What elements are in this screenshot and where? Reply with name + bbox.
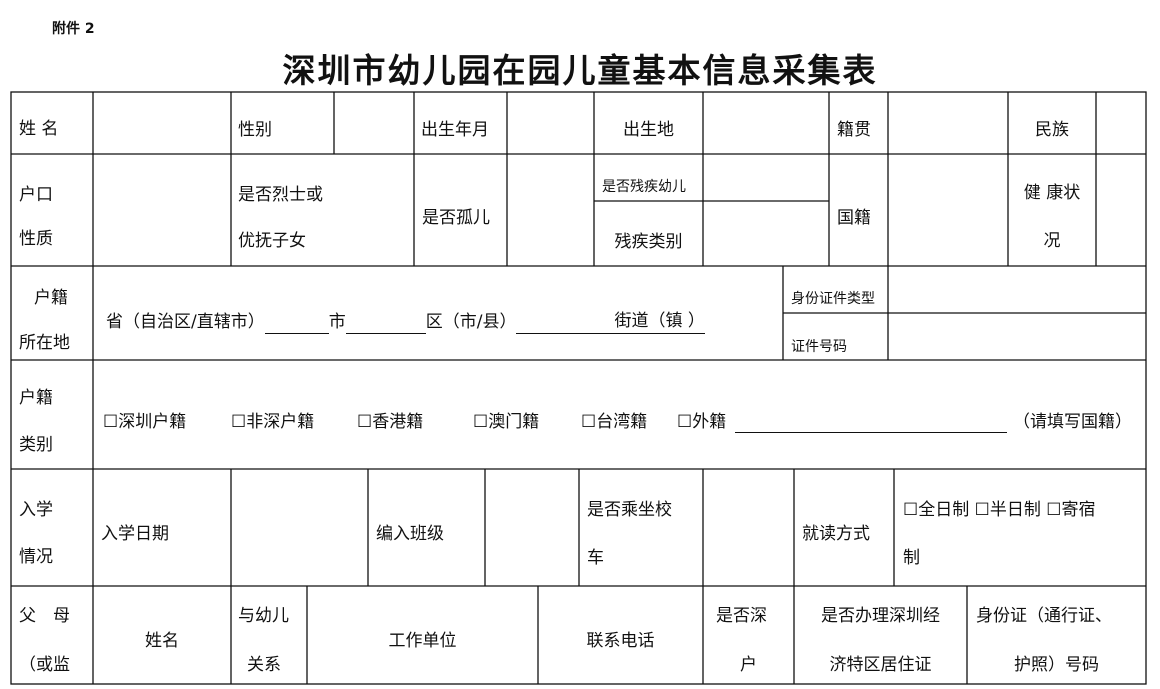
checkbox-macau[interactable]: ☐澳门籍: [473, 412, 540, 432]
label-shenzhen-hukou-line1: 是否深: [716, 606, 767, 626]
label-hukou-line2: 性质: [19, 229, 53, 249]
label-workplace: 工作单位: [388, 631, 457, 651]
label-hukou-category-line2: 类别: [19, 435, 53, 455]
attendance-mode-options[interactable]: ☐全日制 ☐半日制 ☐寄宿: [903, 500, 1096, 520]
label-native-place: 籍贯: [837, 120, 871, 140]
label-ethnicity: 民族: [1035, 120, 1069, 140]
label-parent-line2: （或监: [19, 655, 70, 675]
attendance-mode-options-wrap: 制: [903, 548, 920, 568]
label-hukou-location-line2: 所在地: [19, 333, 70, 353]
label-id-doc-line2: 护照）号码: [1014, 655, 1099, 675]
label-shenzhen-hukou-line2: 户: [740, 655, 757, 675]
district-blank[interactable]: [345, 313, 426, 334]
label-school-bus-line1: 是否乘坐校: [587, 500, 672, 520]
label-disability-type: 残疾类别: [614, 232, 683, 252]
label-hukou-category-line1: 户籍: [19, 388, 53, 408]
label-id-doc-line1: 身份证（通行证、: [976, 606, 1112, 626]
label-name: 姓 名: [19, 119, 59, 139]
label-birth-date: 出生年月: [421, 120, 489, 140]
label-health-line1: 健 康状: [1023, 183, 1081, 203]
checkbox-shenzhen-hukou[interactable]: ☐深圳户籍: [103, 412, 187, 432]
label-parent-line1: 父 母: [19, 606, 70, 626]
label-assigned-class: 编入班级: [376, 524, 444, 544]
checkbox-taiwan[interactable]: ☐台湾籍: [581, 412, 648, 432]
label-birthplace: 出生地: [623, 120, 674, 140]
label-district: 区（市/县）: [425, 312, 517, 332]
label-parent-name: 姓名: [145, 631, 179, 651]
checkbox-hongkong[interactable]: ☐香港籍: [357, 412, 424, 432]
label-hukou-location-line1: 户籍: [34, 288, 68, 308]
city-blank[interactable]: [264, 313, 329, 334]
label-nationality: 国籍: [837, 208, 871, 228]
label-disabled-child: 是否残疾幼儿: [602, 179, 686, 195]
nationality-blank[interactable]: [735, 432, 1007, 433]
label-street: 街道（镇 ）: [614, 309, 705, 334]
label-relation-line1: 与幼儿: [238, 606, 289, 626]
label-gender: 性别: [238, 120, 272, 140]
label-residence-permit-line1: 是否办理深圳经: [821, 606, 940, 626]
label-orphan: 是否孤儿: [422, 208, 490, 228]
form-title: 深圳市幼儿园在园儿童基本信息采集表: [282, 51, 878, 90]
label-hukou-line1: 户口: [19, 185, 53, 205]
attachment-label: 附件 2: [52, 21, 95, 37]
label-martyr-line1: 是否烈士或: [238, 185, 323, 205]
label-enrollment-line2: 情况: [19, 547, 53, 567]
label-province: 省（自治区/直辖市）: [106, 312, 265, 332]
label-relation-line2: 关系: [247, 655, 281, 675]
label-id-number: 证件号码: [791, 339, 847, 355]
label-attendance-mode: 就读方式: [802, 524, 870, 544]
label-contact-phone: 联系电话: [586, 631, 655, 651]
street-blank[interactable]: [516, 313, 615, 334]
label-school-bus-line2: 车: [587, 548, 604, 568]
label-martyr-line2: 优抚子女: [238, 231, 306, 251]
label-id-type: 身份证件类型: [791, 291, 875, 307]
label-enrollment-date: 入学日期: [101, 524, 169, 544]
label-residence-permit-line2: 济特区居住证: [829, 655, 932, 675]
label-enrollment-line1: 入学: [19, 500, 53, 520]
address-line: 省（自治区/直辖市） 市 区（市/县） 街道（镇 ）: [106, 309, 705, 334]
checkbox-foreign[interactable]: ☐外籍: [677, 412, 727, 432]
label-fill-nationality-note: （请填写国籍）: [1013, 412, 1132, 432]
label-city: 市: [328, 312, 346, 332]
label-health-line2: 况: [1043, 231, 1061, 251]
checkbox-non-shenzhen-hukou[interactable]: ☐非深户籍: [231, 412, 315, 432]
